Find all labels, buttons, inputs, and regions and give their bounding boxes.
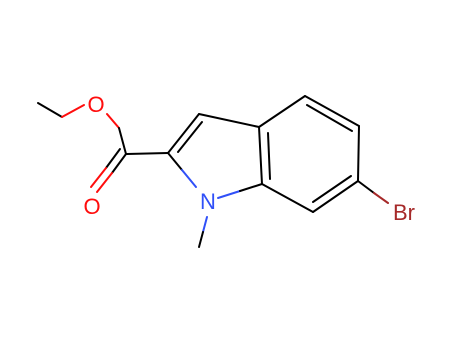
bond-carbonyl-double-a-red [96, 172, 113, 193]
bond-c6-c7 [312, 180, 359, 213]
bond-c5-c6 [357, 125, 360, 182]
bond-c7-c7a [261, 183, 314, 213]
bond-c6-c7-inner [312, 175, 352, 203]
bond-c4-c5-inner [306, 104, 353, 132]
bond-c2-n-blue [181, 169, 197, 188]
bond-methyl-oxygen-black [37, 102, 63, 118]
bond-carbonyl-c2 [125, 152, 169, 155]
atom-label-nitrogen: N [200, 189, 216, 214]
bond-oxygen-carbonyl-red [106, 113, 120, 129]
bond-c6-br-red [373, 192, 389, 204]
bond-c2-n-black [167, 152, 183, 171]
bond-c4-c5 [304, 95, 360, 127]
bond-carbonyl-double-b-black [105, 148, 121, 169]
bond-c2-c3-inner [177, 121, 203, 153]
atom-label-ester-oxygen: O [87, 92, 104, 117]
bond-c6-br-black [357, 180, 375, 194]
bond-methyl-oxygen-red [61, 104, 85, 118]
bond-carbonyl-double-a-black [111, 153, 127, 174]
atom-label-carbonyl-oxygen: O [83, 194, 100, 219]
bond-c3a-c7a-inner [267, 132, 271, 180]
bond-c2-c3 [167, 113, 200, 154]
bond-n-c7a-black [239, 183, 263, 192]
bond-c3-c3a [198, 113, 260, 128]
atom-label-bromine: Br [393, 200, 415, 225]
bond-oxygen-carbonyl-black [118, 127, 127, 155]
bond-n-methyl-black [198, 231, 204, 248]
bond-n-c7a-blue [217, 190, 241, 199]
bond-carbonyl-double-b-red [90, 167, 107, 188]
bond-c3a-c4 [258, 95, 306, 128]
bond-n-methyl-blue [202, 216, 208, 233]
bond-c3a-c7a [258, 126, 263, 185]
